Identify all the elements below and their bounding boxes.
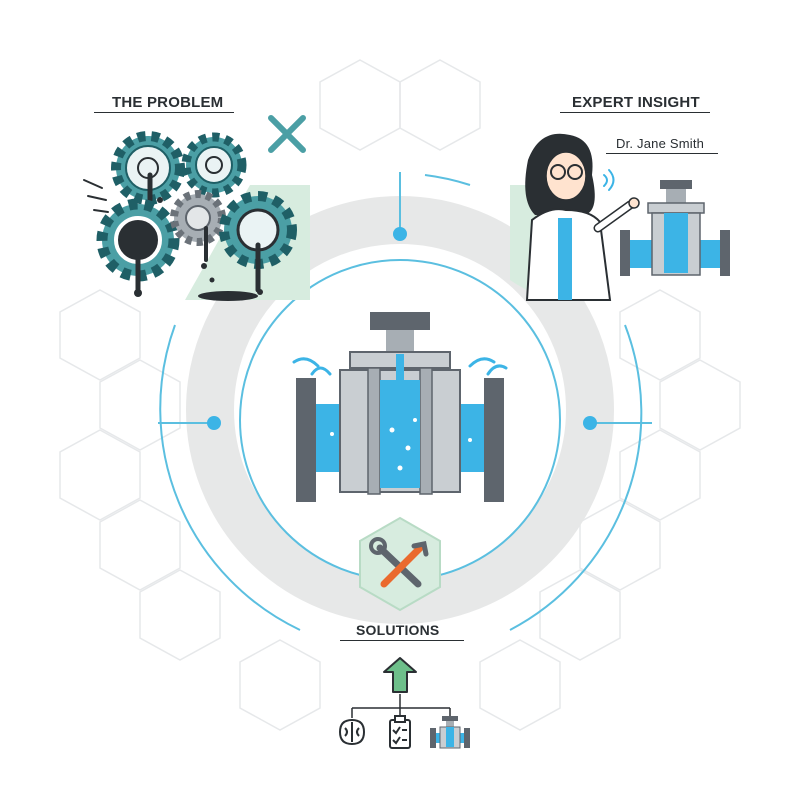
gear-icon	[96, 198, 180, 297]
hexagon-background	[59, 59, 741, 731]
expert-title: EXPERT INSIGHT	[572, 94, 700, 111]
connector-right	[583, 416, 652, 430]
problem-title: THE PROBLEM	[112, 94, 224, 111]
motion-lines	[83, 179, 109, 213]
expert-name-underline	[606, 153, 718, 154]
valve-icon	[296, 312, 504, 502]
gear-icon	[111, 131, 185, 205]
arrow-up-icon	[383, 657, 417, 693]
oil-drips	[157, 197, 263, 301]
brain-icon	[338, 718, 366, 746]
connector-left	[158, 416, 221, 430]
problem-underline	[94, 112, 234, 113]
gear-icon	[181, 132, 247, 198]
expert-underline	[560, 112, 710, 113]
source-tree	[351, 694, 451, 718]
sound-waves	[603, 169, 615, 191]
tools-icon	[369, 537, 429, 588]
solutions-title: SOLUTIONS	[356, 622, 440, 638]
checklist-icon	[389, 715, 411, 749]
solutions-underline	[340, 640, 464, 641]
valve-icon	[430, 716, 470, 749]
valve-icon	[620, 180, 730, 276]
close-icon	[268, 115, 306, 153]
expert-name: Dr. Jane Smith	[616, 136, 705, 151]
outer-arcs	[159, 174, 643, 631]
connector-top	[393, 172, 407, 241]
gear-icon	[219, 191, 297, 293]
expert-avatar	[525, 133, 640, 301]
water-splash	[292, 357, 508, 376]
